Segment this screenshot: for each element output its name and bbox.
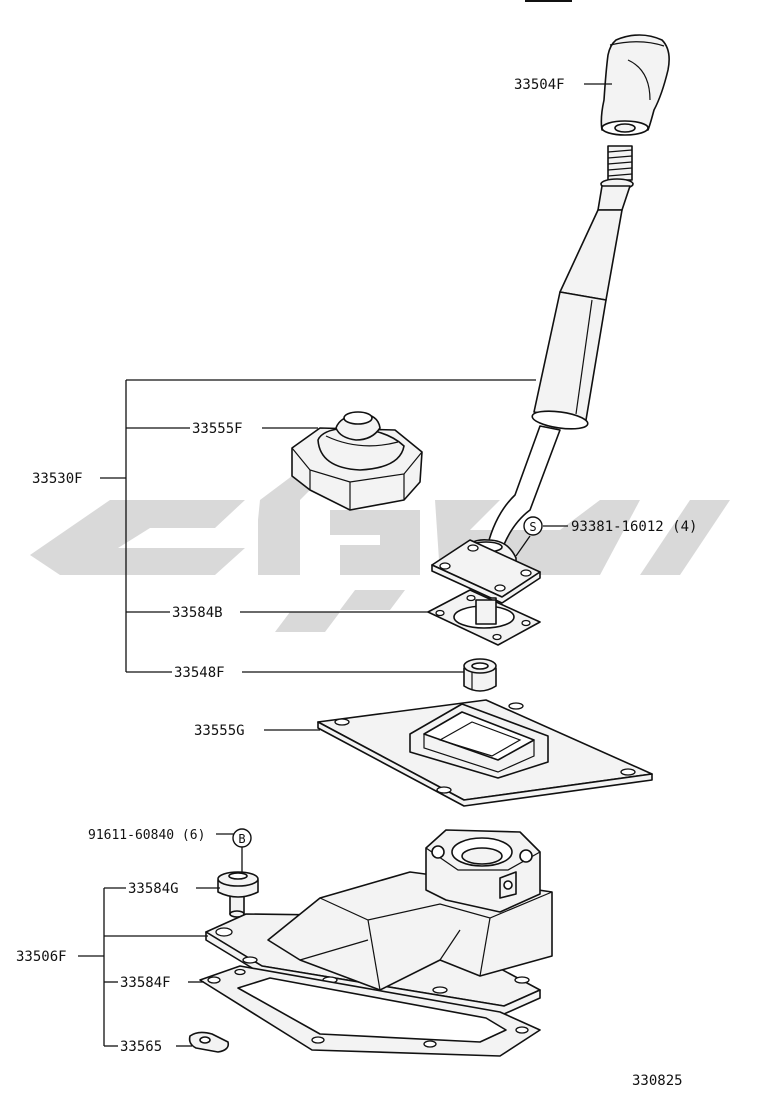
label-screw: 93381-16012 (4) [571,519,697,535]
lever-gasket [427,589,541,646]
shift-plate [317,699,653,807]
leader-lines [78,83,612,1047]
label-plate: 33555G [194,723,245,739]
label-retainer-gasket: 33584G [128,881,179,897]
label-knob: 33504F [514,77,565,93]
retainer-clip [188,1031,230,1053]
label-lever-assy: 33530F [32,471,83,487]
label-clip: 33565 [120,1039,162,1055]
retainer-bolt [217,871,259,918]
bottom-gasket [199,965,541,1057]
shift-boot [291,411,423,511]
label-boot: 33555F [192,421,243,437]
shift-knob [600,34,670,136]
label-gasket: 33584B [172,605,223,621]
lever-bushing [463,658,497,692]
bolt-marker-label: B [238,832,245,846]
label-bolt: 91611-60840 (6) [88,828,205,843]
figure-code: 330825 [632,1073,683,1089]
screw-marker-label: S [529,520,536,534]
screw-marker-circle [523,516,543,536]
label-bushing: 33548F [174,665,225,681]
bolt-marker-circle [232,828,252,848]
label-bottom-gasket: 33584F [120,975,171,991]
label-retainer-assy: 33506F [16,949,67,965]
